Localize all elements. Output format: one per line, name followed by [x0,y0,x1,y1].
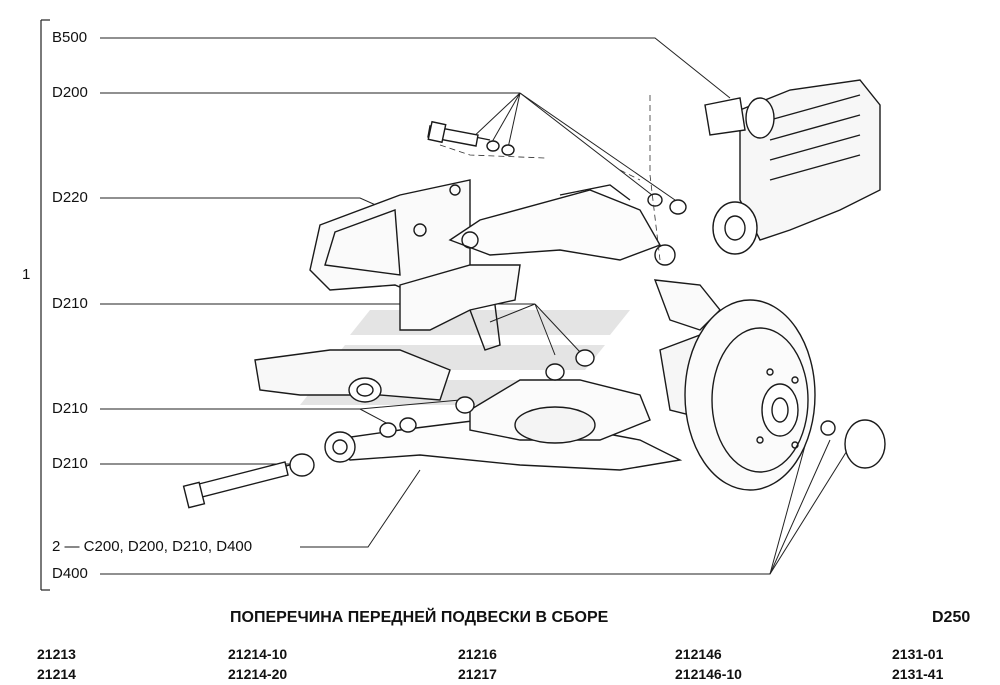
model-code: 21213 [37,646,76,662]
callout-d220: D220 [52,189,88,206]
group-bracket [40,19,50,591]
model-code: 212146 [675,646,722,662]
model-code: 212146-10 [675,666,742,682]
model-code: 21214 [37,666,76,682]
callout-d210-a: D210 [52,295,88,312]
callout-d400: D400 [52,565,88,582]
callout-item-2: 2 — C200, D200, D210, D400 [52,538,253,555]
model-code: 2131-01 [892,646,944,662]
sheet-code: D250 [932,609,971,626]
model-code: 21214-20 [228,666,288,682]
diagram-title: ПОПЕРЕЧИНА ПЕРЕДНЕЙ ПОДВЕСКИ В СБОРЕ [230,609,609,626]
model-code: 21217 [458,666,497,682]
crossmember-assembly [182,79,886,509]
model-code: 2131-41 [892,666,944,682]
callout-b500: B500 [52,29,88,46]
callout-d200: D200 [52,84,88,101]
model-code: 21214-10 [228,646,288,662]
reference-lines [439,95,661,261]
callout-d210-b: D210 [52,400,88,417]
group-number: 1 [22,266,31,283]
model-code: 21216 [458,646,497,662]
callout-d210-c: D210 [52,455,88,472]
